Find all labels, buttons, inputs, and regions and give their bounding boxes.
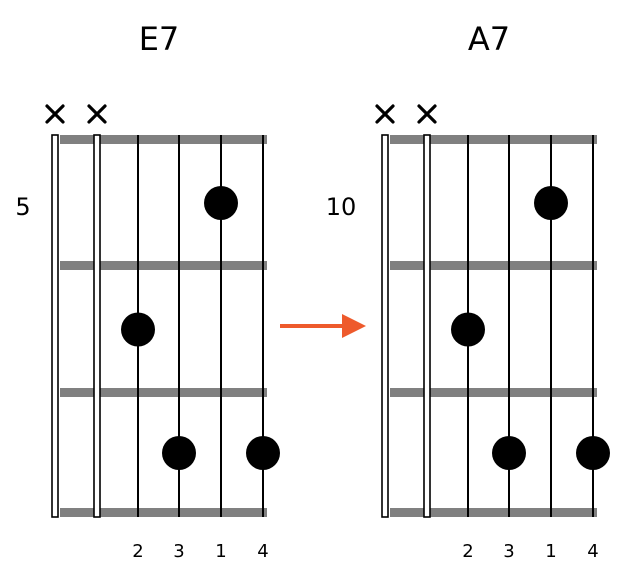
mute-x-stroke (87, 104, 107, 124)
finger-number-label: 4 (257, 541, 268, 562)
finger-number-label: 4 (587, 541, 598, 562)
string-1-muted (51, 134, 59, 518)
finger-dot (121, 312, 155, 347)
fret-bar-3 (390, 508, 597, 517)
fret-bar-0 (390, 135, 597, 144)
finger-dot (534, 186, 568, 220)
string-2-muted (423, 134, 431, 518)
finger-dot (576, 436, 610, 470)
fret-bar-0 (60, 135, 267, 144)
finger-number-label: 1 (215, 541, 226, 562)
chord-diagram-a7: A7 10 2 3 1 4 (326, 20, 610, 562)
mute-x-stroke (45, 104, 65, 124)
finger-dot (204, 186, 238, 220)
finger-number-label: 3 (503, 541, 514, 562)
finger-dot (492, 436, 526, 470)
fret-bar-3 (60, 508, 267, 517)
string-1-muted (381, 134, 389, 518)
mute-x-icon (45, 104, 65, 124)
mute-x-icon (375, 104, 395, 124)
finger-number-label: 3 (173, 541, 184, 562)
fret-bar-2 (390, 388, 597, 397)
string-2-muted (93, 134, 101, 518)
mute-x-icon (417, 104, 437, 124)
finger-number-label: 2 (462, 541, 473, 562)
chord-title: E7 (139, 20, 180, 58)
finger-number-label: 1 (545, 541, 556, 562)
arrow-head (342, 314, 366, 338)
fret-bar-2 (60, 388, 267, 397)
fret-bar-1 (390, 261, 597, 270)
mute-x-icon (87, 104, 107, 124)
finger-number-label: 2 (132, 541, 143, 562)
chord-diagram-e7: E7 5 2 3 1 4 (15, 20, 280, 562)
start-fret-label: 5 (15, 193, 30, 221)
finger-dot (162, 436, 196, 470)
start-fret-label: 10 (326, 193, 357, 221)
finger-dot (451, 312, 485, 347)
finger-dot (246, 436, 280, 470)
mute-x-stroke (375, 104, 395, 124)
chord-title: A7 (468, 20, 510, 58)
fret-bar-1 (60, 261, 267, 270)
right-arrow-icon (280, 314, 366, 338)
mute-x-stroke (417, 104, 437, 124)
